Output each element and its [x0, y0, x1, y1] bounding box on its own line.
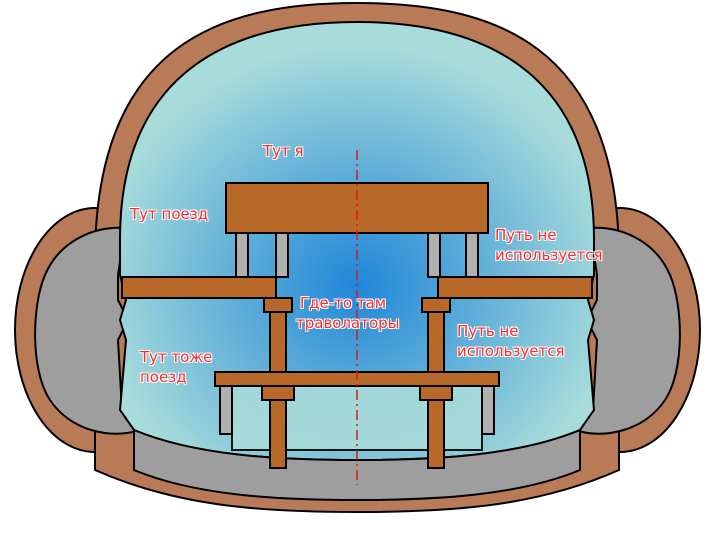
label-train-lower-line1: Тут тоже — [140, 348, 213, 366]
upper-left-post — [235, 232, 249, 278]
upper-right-inner-post — [427, 232, 441, 278]
left-column-cap — [263, 297, 293, 313]
label-train-lower-line2: поезд — [140, 368, 187, 386]
right-column-lower-cap — [419, 385, 453, 401]
label-unused-upper-line1: Путь не — [495, 226, 557, 244]
label-me: Тут я — [263, 142, 304, 160]
middle-right-beam — [437, 276, 593, 299]
left-column-lower-cap — [261, 385, 295, 401]
lower-right-post — [481, 385, 495, 435]
right-side-tunnel-interior — [573, 226, 681, 435]
label-unused-upper-line2: используется — [495, 246, 603, 264]
label-train-upper: Тут поезд — [130, 205, 209, 223]
upper-left-inner-post — [275, 232, 289, 278]
lower-left-post — [219, 385, 233, 435]
left-side-tunnel-interior — [34, 226, 142, 435]
middle-left-beam — [121, 276, 277, 299]
upper-right-post — [465, 232, 479, 278]
label-travolators-line1: Где-то там — [300, 294, 387, 312]
label-unused-lower-line2: используется — [457, 342, 565, 360]
label-travolators-line2: траволаторы — [296, 314, 400, 332]
right-column-cap — [421, 297, 451, 313]
label-unused-lower-line1: Путь не — [457, 322, 519, 340]
